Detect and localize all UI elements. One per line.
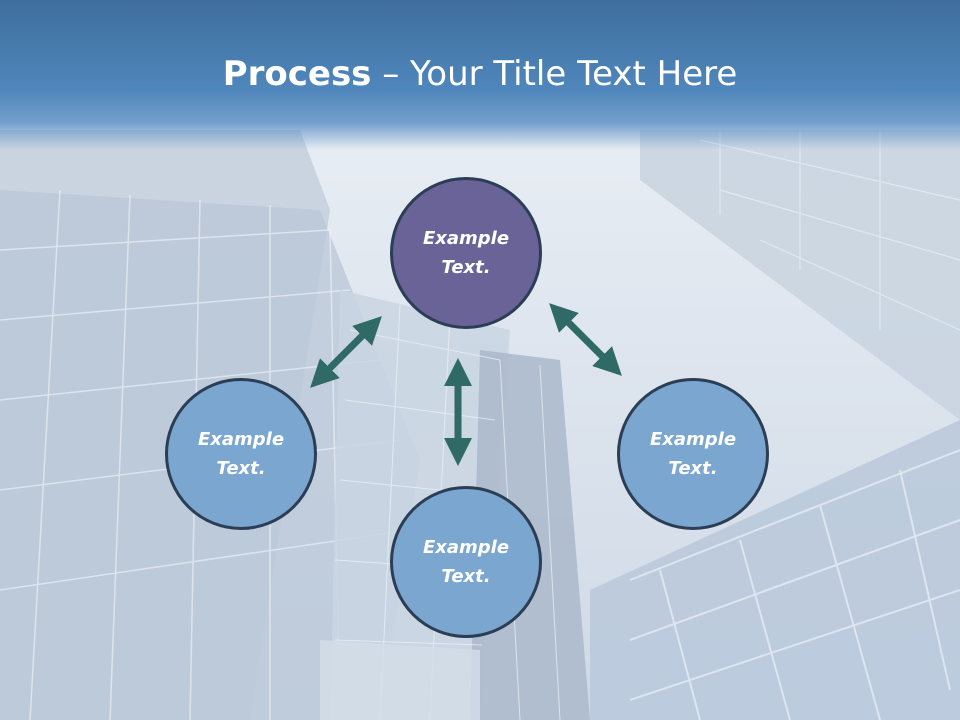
title-bold-text: Process <box>222 54 372 94</box>
process-node-bottom[interactable]: Example Text. <box>390 486 542 638</box>
title-bar <box>0 0 960 150</box>
slide-title[interactable]: Process – Your Title Text Here <box>0 52 960 96</box>
node-right-line1: Example <box>649 429 737 450</box>
process-node-left[interactable]: Example Text. <box>165 378 317 530</box>
node-left-line1: Example <box>197 429 285 450</box>
node-bottom-line1: Example <box>422 537 510 558</box>
node-top-line1: Example <box>422 228 510 249</box>
node-right-line2: Text. <box>668 458 718 479</box>
double-arrow-left-top <box>310 316 382 388</box>
process-node-top[interactable]: Example Text. <box>390 177 542 329</box>
node-top-line2: Text. <box>441 257 491 278</box>
title-rest-text: – Your Title Text Here <box>371 54 738 94</box>
node-bottom-line2: Text. <box>441 566 491 587</box>
node-left-line2: Text. <box>216 458 266 479</box>
double-arrow-right-top <box>549 303 622 376</box>
process-node-right[interactable]: Example Text. <box>617 378 769 530</box>
